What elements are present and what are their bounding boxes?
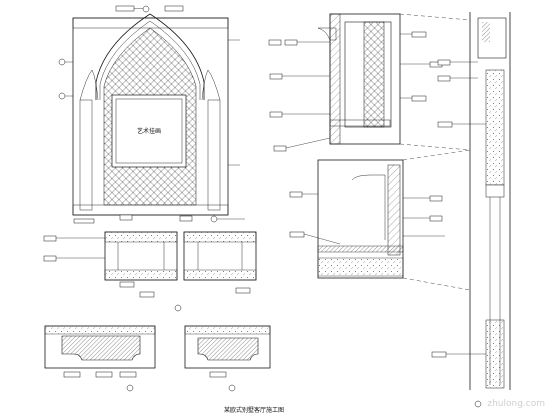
plan-strips xyxy=(43,231,257,312)
bottom-plan-right xyxy=(184,325,271,392)
main-elevation: 艺术挂画 xyxy=(58,5,245,224)
tall-section xyxy=(431,12,511,408)
drawing-caption: 某欧式别墅客厅施工图 xyxy=(224,406,284,414)
section-detail-b xyxy=(289,149,471,291)
art-panel-frame xyxy=(111,94,187,168)
art-panel-label: 艺术挂画 xyxy=(137,127,161,135)
bottom-plan-left xyxy=(44,325,156,392)
gothic-arch xyxy=(95,13,205,100)
section-detail-a xyxy=(268,13,471,152)
watermark: zhulong.com xyxy=(487,399,545,409)
